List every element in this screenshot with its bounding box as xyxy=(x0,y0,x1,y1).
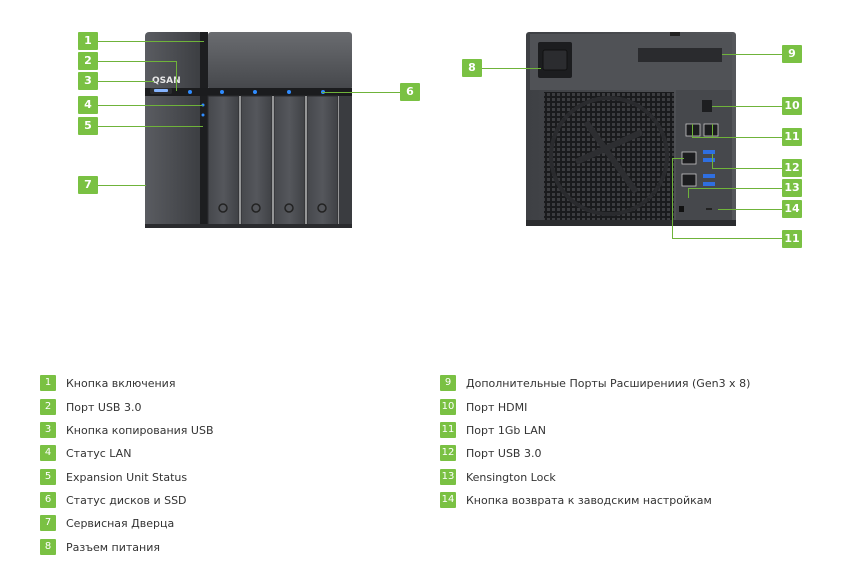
callout-4: 4 xyxy=(78,96,98,114)
callout-14: 14 xyxy=(782,200,802,218)
callout-7: 7 xyxy=(78,176,98,194)
callout-10: 10 xyxy=(782,97,802,115)
callout-9: 9 xyxy=(782,45,802,63)
callout-3: 3 xyxy=(78,72,98,90)
callout-6: 6 xyxy=(400,83,420,101)
callout-12: 12 xyxy=(782,159,802,177)
callout-1: 1 xyxy=(78,32,98,50)
callout-11-top: 11 xyxy=(782,128,802,146)
callout-5: 5 xyxy=(78,117,98,135)
callout-2: 2 xyxy=(78,52,98,70)
callout-11-bottom: 11 xyxy=(782,230,802,248)
callout-8: 8 xyxy=(462,59,482,77)
front-view-device xyxy=(145,32,352,228)
rear-view-device xyxy=(526,32,736,226)
callout-13: 13 xyxy=(782,179,802,197)
brand-logo: QSAN xyxy=(152,76,181,86)
